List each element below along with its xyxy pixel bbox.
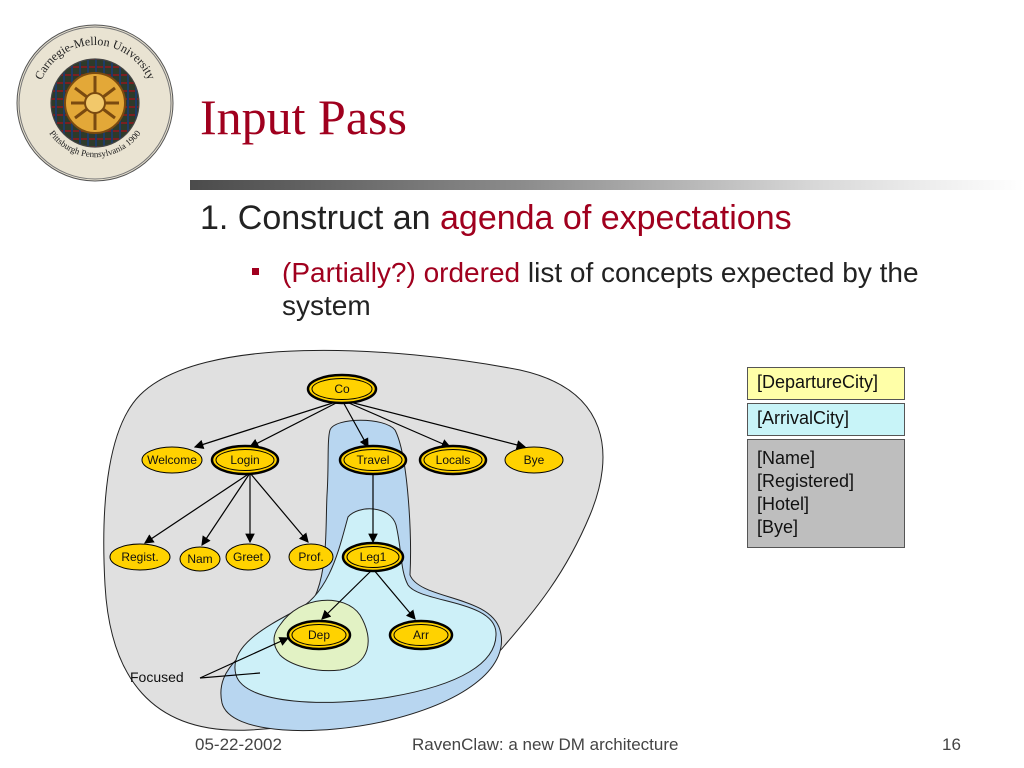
- agenda-remaining-concepts: [Name] [Registered] [Hotel] [Bye]: [747, 439, 905, 548]
- node-login: Login: [210, 444, 280, 476]
- svg-text:Arr: Arr: [413, 628, 429, 642]
- bullet1-accent: agenda of expectations: [440, 199, 792, 237]
- square-bullet-icon: [252, 268, 259, 275]
- svg-text:Prof.: Prof.: [298, 550, 323, 564]
- agenda-arrival-city: [ArrivalCity]: [747, 403, 905, 436]
- agenda-item: [Hotel]: [757, 494, 810, 514]
- node-locals: Locals: [418, 444, 488, 476]
- svg-text:Travel: Travel: [357, 453, 390, 467]
- node-dep: Dep: [286, 619, 352, 651]
- node-regist: Regist.: [109, 543, 171, 571]
- node-arr: Arr: [388, 619, 454, 651]
- svg-text:Greet: Greet: [233, 550, 264, 564]
- expectation-agenda: [DepartureCity] [ArrivalCity] [Name] [Re…: [747, 367, 905, 548]
- svg-text:Co: Co: [334, 382, 350, 396]
- bullet1-prefix: 1. Construct an: [200, 199, 441, 237]
- agenda-item: [Name]: [757, 448, 816, 468]
- svg-text:Nam: Nam: [187, 552, 212, 566]
- svg-text:Leg1: Leg1: [360, 550, 387, 564]
- agenda-departure-city: [DepartureCity]: [747, 367, 905, 400]
- svg-text:Bye: Bye: [524, 453, 545, 467]
- bullet-level1: 1. Construct an agenda of expectations: [200, 198, 792, 239]
- svg-text:Locals: Locals: [436, 453, 471, 467]
- svg-text:Welcome: Welcome: [147, 453, 197, 467]
- task-tree-diagram: Co Welcome Login Travel Locals Bye Regis…: [103, 349, 604, 732]
- footer-date: 05-22-2002: [195, 735, 282, 754]
- university-seal-logo: Carnegie-Mellon University Pittsburgh Pe…: [16, 24, 174, 182]
- node-travel: Travel: [338, 444, 408, 476]
- svg-text:Login: Login: [230, 453, 259, 467]
- node-prof: Prof.: [288, 543, 334, 571]
- node-nam: Nam: [179, 546, 221, 572]
- bullet2-accent: (Partially?) ordered: [282, 257, 521, 288]
- footer-title: RavenClaw: a new DM architecture: [412, 735, 679, 754]
- svg-text:Dep: Dep: [308, 628, 330, 642]
- focused-label: Focused: [130, 669, 184, 685]
- tree-edges: [144, 399, 527, 679]
- node-welcome: Welcome: [141, 446, 203, 474]
- bullet2-rest: list of concepts expected by the system: [282, 257, 919, 322]
- node-co: Co: [306, 373, 378, 405]
- node-leg1: Leg1: [341, 541, 405, 573]
- agenda-item: [Bye]: [757, 517, 799, 537]
- title-divider: [190, 180, 1024, 190]
- node-bye: Bye: [504, 446, 564, 474]
- agenda-item: [Registered]: [757, 471, 855, 491]
- slide-title: Input Pass: [200, 89, 407, 145]
- page-number: 16: [942, 735, 961, 754]
- svg-text:Regist.: Regist.: [121, 550, 158, 564]
- node-greet: Greet: [225, 543, 271, 571]
